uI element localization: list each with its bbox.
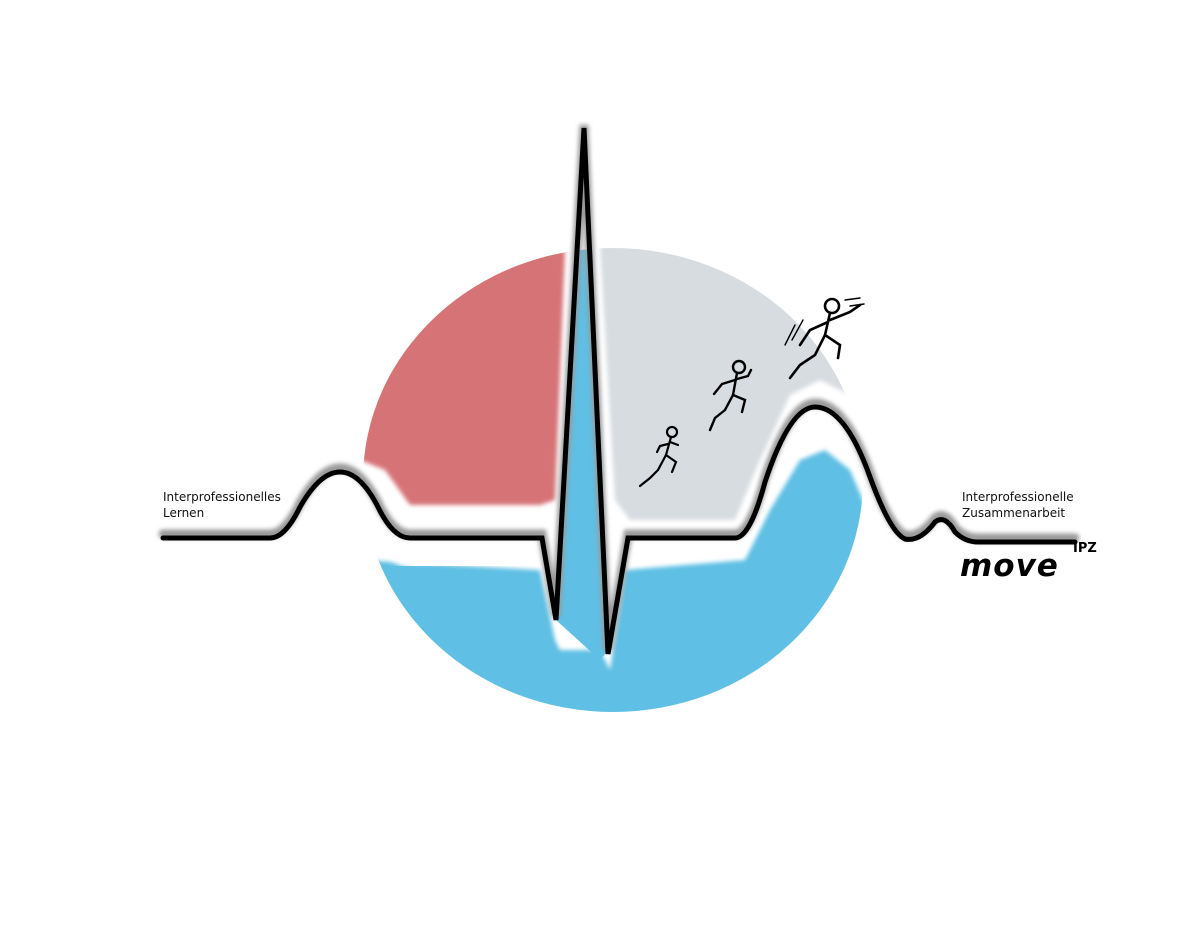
right-caption: Interprofessionelle Zusammenarbeit	[962, 489, 1074, 521]
brand-wordmark: move	[960, 548, 1059, 584]
running-figure-small	[638, 425, 680, 488]
right-caption-line1: Interprofessionelle	[962, 490, 1074, 504]
right-caption-line2: Zusammenarbeit	[962, 506, 1066, 520]
ellipse-segments	[363, 248, 863, 712]
red-segment	[363, 250, 565, 505]
running-figure-fast	[784, 297, 865, 380]
left-caption-line2: Lernen	[163, 506, 205, 520]
ecg-heartbeat-line	[160, 127, 1078, 655]
brand-superscript: IPZ	[1073, 541, 1097, 556]
left-caption-line1: Interprofessionelles	[163, 490, 281, 504]
baseline-gap	[367, 520, 545, 571]
left-caption: Interprofessionelles Lernen	[163, 489, 281, 521]
running-figure-medium	[708, 359, 753, 432]
